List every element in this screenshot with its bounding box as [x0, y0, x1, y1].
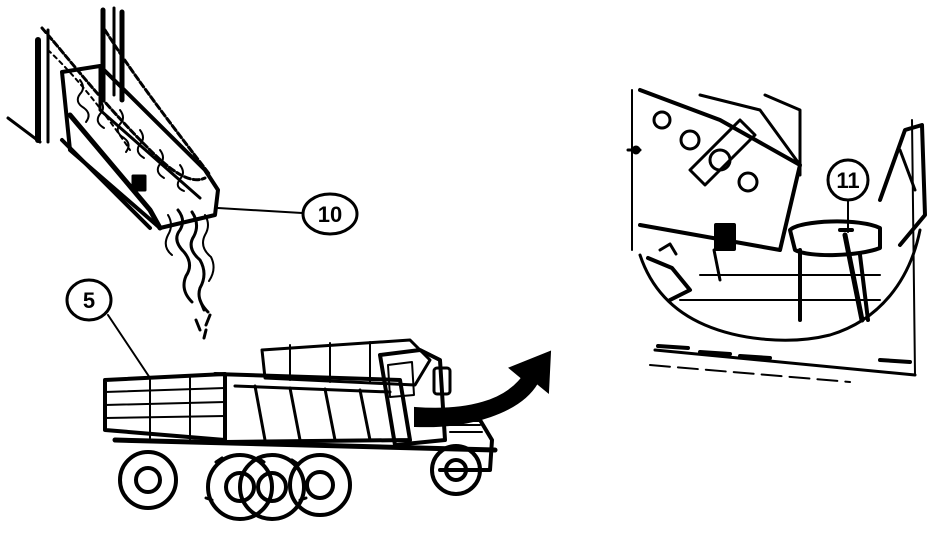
truck-wheel	[120, 452, 176, 508]
callout-10-label: 10	[318, 202, 342, 227]
callout-11-label: 11	[836, 168, 859, 193]
callout-11: 11	[828, 160, 868, 200]
callout-10: 10	[303, 194, 357, 234]
chute-detail	[8, 8, 302, 338]
cab-interior	[628, 90, 925, 382]
callout-5: 5	[67, 280, 111, 320]
callout-5-label: 5	[83, 288, 95, 313]
